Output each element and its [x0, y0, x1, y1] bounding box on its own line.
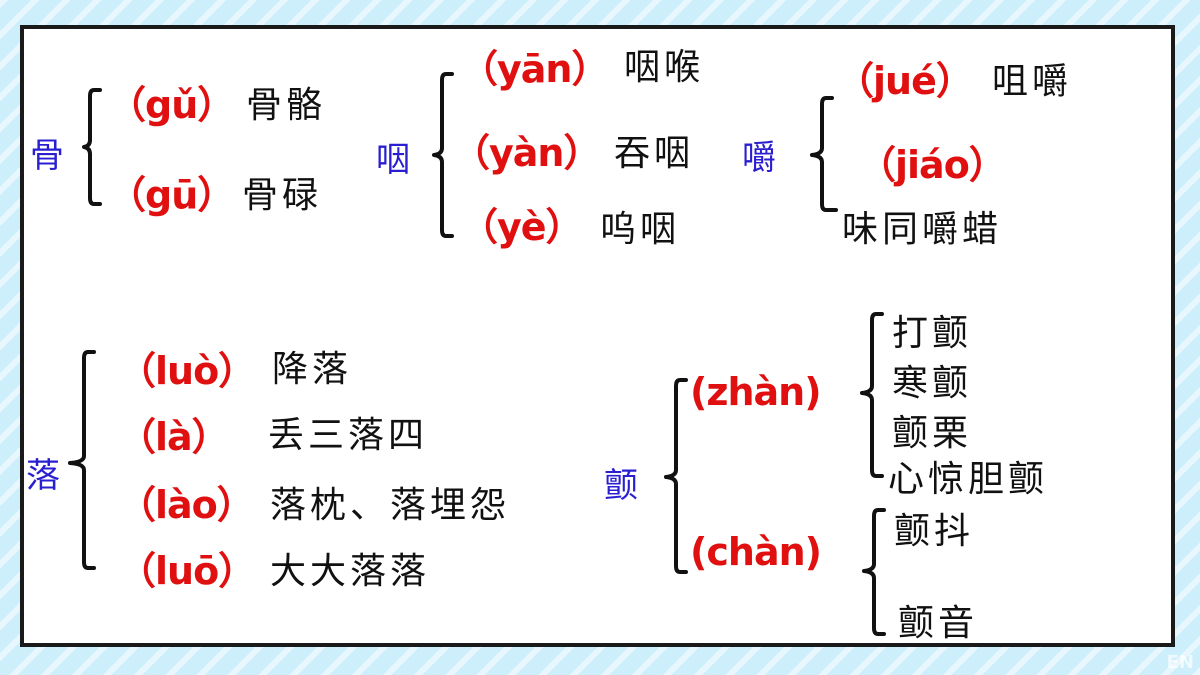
pinyin-jue2: （jué）	[836, 59, 974, 103]
headword-jue: 嚼	[742, 138, 776, 178]
pinyin-ye4: （yè）	[460, 205, 584, 249]
pinyin-lao4: （lào）	[118, 483, 255, 527]
word-weitongjiaola: 味同嚼蜡	[842, 209, 1003, 250]
pinyin-yan1: （yān）	[460, 47, 609, 91]
word-jiangluo: 降落	[272, 349, 353, 390]
word-chandou: 颤抖	[894, 511, 975, 552]
pinyin-jiao2: （jiáo）	[858, 143, 1007, 187]
word-wuyan: 呜咽	[600, 209, 681, 250]
headword-chan: 颤	[604, 466, 638, 506]
brace-icon	[68, 350, 96, 570]
pinyin-chan4: (chàn)	[690, 530, 822, 574]
pinyin-zhan4: (zhàn)	[690, 370, 822, 414]
watermark: EN	[1166, 652, 1194, 673]
word-dadaluoluo: 大大落落	[270, 551, 431, 592]
brace-icon	[82, 88, 102, 206]
headword-gu: 骨	[30, 136, 64, 176]
brace-icon	[862, 508, 886, 636]
brace-icon	[810, 96, 838, 212]
brace-icon	[860, 312, 884, 478]
headword-yan: 咽	[376, 140, 410, 180]
word-xinjingdanzhan: 心惊胆颤	[888, 459, 1049, 500]
word-chanyin: 颤音	[898, 603, 979, 644]
pinyin-gu1: （gū）	[108, 173, 235, 217]
pinyin-yan4: （yàn）	[452, 131, 601, 175]
word-tunyan: 吞咽	[614, 133, 695, 174]
brace-icon	[432, 72, 454, 238]
word-zhanli: 颤栗	[892, 413, 973, 454]
pinyin-gu3: （gǔ）	[108, 83, 235, 127]
brace-icon	[664, 378, 688, 574]
pinyin-luo4: （luò）	[118, 349, 256, 393]
word-gulu: 骨碌	[242, 175, 323, 216]
word-jujue: 咀嚼	[992, 61, 1073, 102]
headword-luo: 落	[26, 456, 60, 496]
slide-frame	[20, 25, 1175, 647]
pinyin-la4: （là）	[118, 415, 230, 459]
word-hanzhan: 寒颤	[892, 363, 973, 404]
word-laozhen: 落枕、落埋怨	[270, 485, 511, 526]
word-dazhan: 打颤	[892, 313, 973, 354]
word-yanhou: 咽喉	[624, 47, 705, 88]
word-diusanlaosi: 丢三落四	[268, 415, 429, 456]
word-guge: 骨骼	[246, 85, 327, 126]
pinyin-luo1: （luō）	[118, 549, 256, 593]
